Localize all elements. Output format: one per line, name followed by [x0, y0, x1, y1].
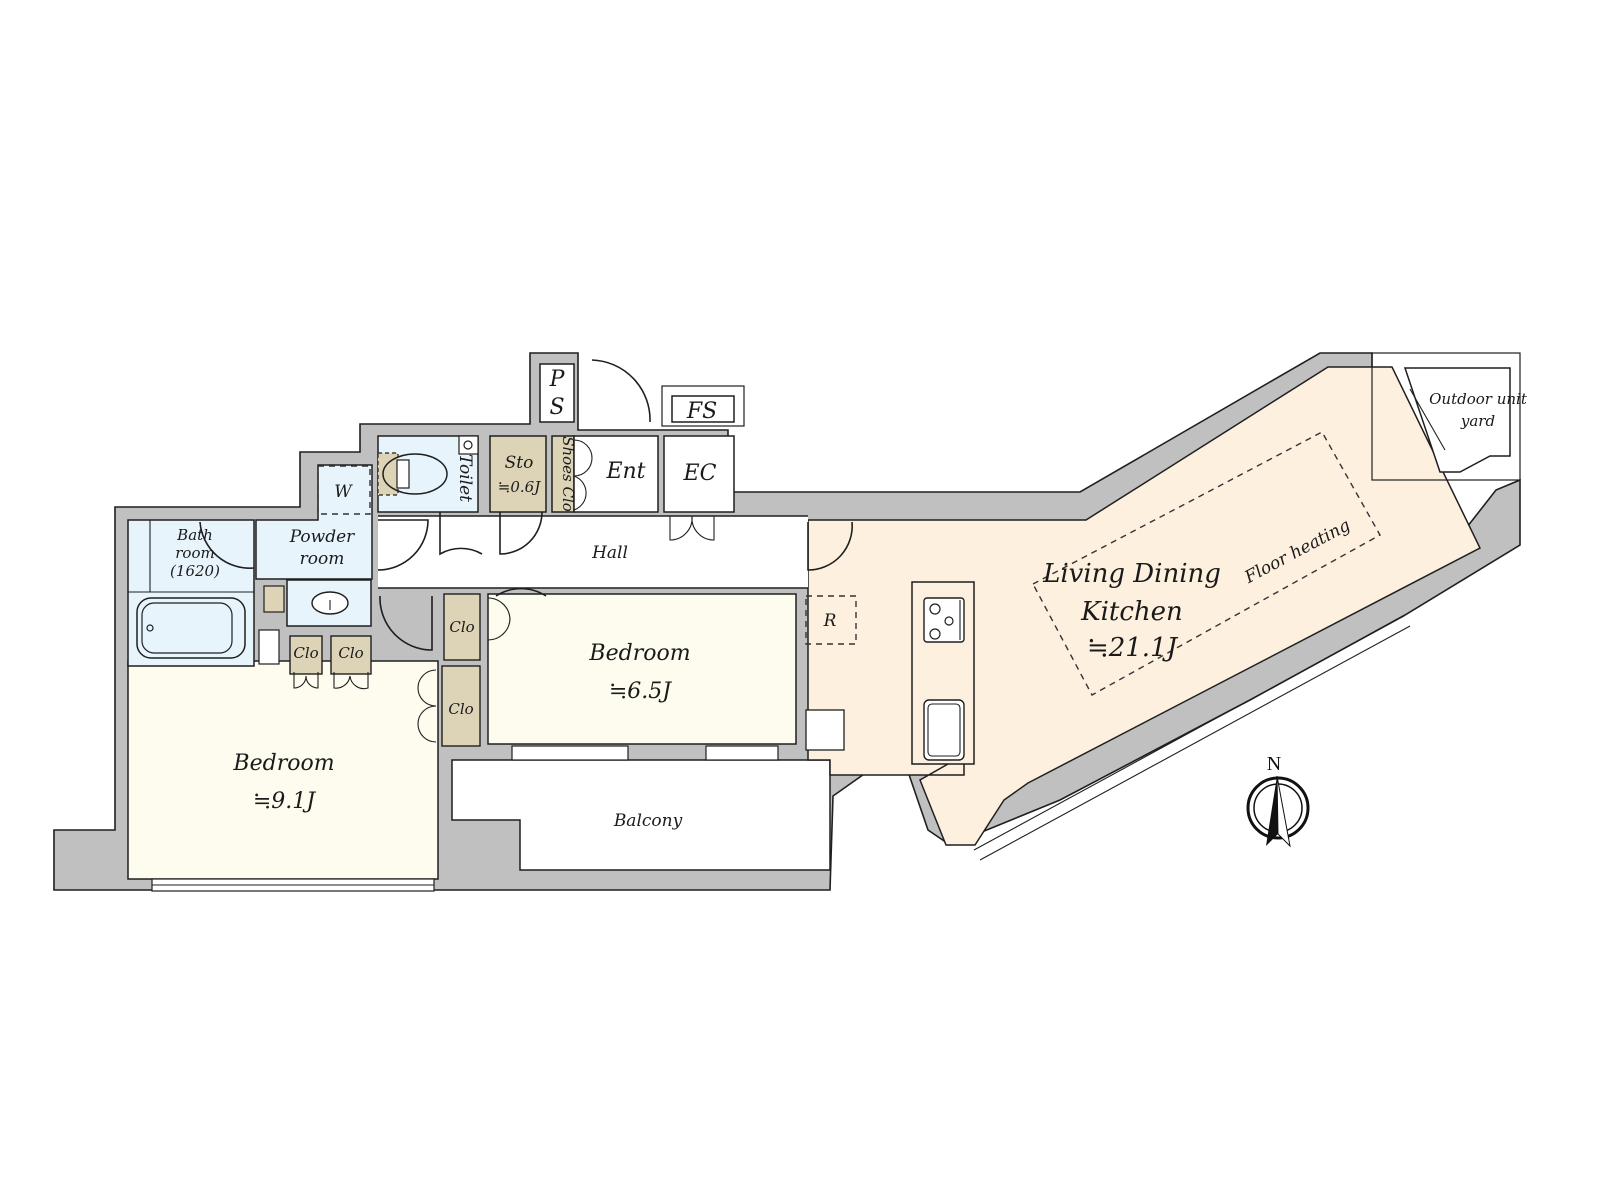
- kitchen-sink-icon: [923, 699, 965, 761]
- outdoor-unit-label-line2: yard: [1460, 412, 1495, 430]
- ldk-label-line1: Living Dining: [1042, 559, 1221, 589]
- washer-label: W: [334, 482, 353, 502]
- shoes-closet-label: Shoes Clo: [559, 436, 577, 512]
- ec-label: EC: [683, 461, 717, 486]
- storage-label: Sto: [505, 453, 534, 473]
- entrance-label: Ent: [605, 459, 645, 484]
- closet-label: Clo: [449, 618, 474, 636]
- stove-icon: [923, 597, 965, 643]
- bedroom-second-area: ≒6.5J: [609, 679, 672, 704]
- toilet-icon: [377, 435, 479, 496]
- room-fills: [127, 352, 1521, 880]
- powder-room-label-line1: Powder: [289, 527, 355, 547]
- closet-label: Clo: [448, 700, 473, 718]
- bedroom-main-area: ≒9.1J: [253, 789, 316, 814]
- powder-room-label-line2: room: [300, 549, 345, 569]
- outdoor-unit-label-line1: Outdoor unit: [1429, 390, 1528, 408]
- toilet-label: Toilet: [455, 454, 475, 502]
- bathroom-label-line1: Bath: [176, 526, 213, 544]
- bathroom-label-line2: room: [175, 544, 214, 562]
- floor-heating-zone: [1032, 431, 1381, 696]
- ps-label-line1: P: [549, 367, 566, 392]
- hall-label: Hall: [591, 543, 628, 563]
- windows: [151, 388, 1446, 892]
- ldk-area: ≒21.1J: [1087, 633, 1179, 663]
- doors: [199, 359, 853, 743]
- compass-needle-icon: [1266, 776, 1278, 846]
- compass-north-label: N: [1267, 753, 1281, 775]
- room-labels: Living Dining Kitchen ≒21.1J Floor heati…: [170, 367, 1528, 831]
- closet-label: Clo: [338, 644, 363, 662]
- fs-label: FS: [686, 399, 717, 424]
- bathtub-icon: [136, 597, 246, 659]
- balcony-label: Balcony: [613, 811, 683, 831]
- north-compass: N: [1246, 753, 1310, 848]
- ldk-label-line2: Kitchen: [1080, 597, 1183, 627]
- fixtures: [136, 431, 1381, 765]
- storage-area: ≒0.6J: [498, 478, 541, 496]
- washer-space: [317, 465, 371, 515]
- closet-label: Clo: [293, 644, 318, 662]
- bedroom-second-label: Bedroom: [588, 641, 690, 666]
- refrigerator-label: R: [823, 611, 837, 631]
- bedroom-main-label: Bedroom: [232, 751, 334, 776]
- ps-label-line2: S: [549, 395, 564, 420]
- refrigerator-space: [805, 595, 857, 645]
- bathroom-size: (1620): [170, 562, 220, 580]
